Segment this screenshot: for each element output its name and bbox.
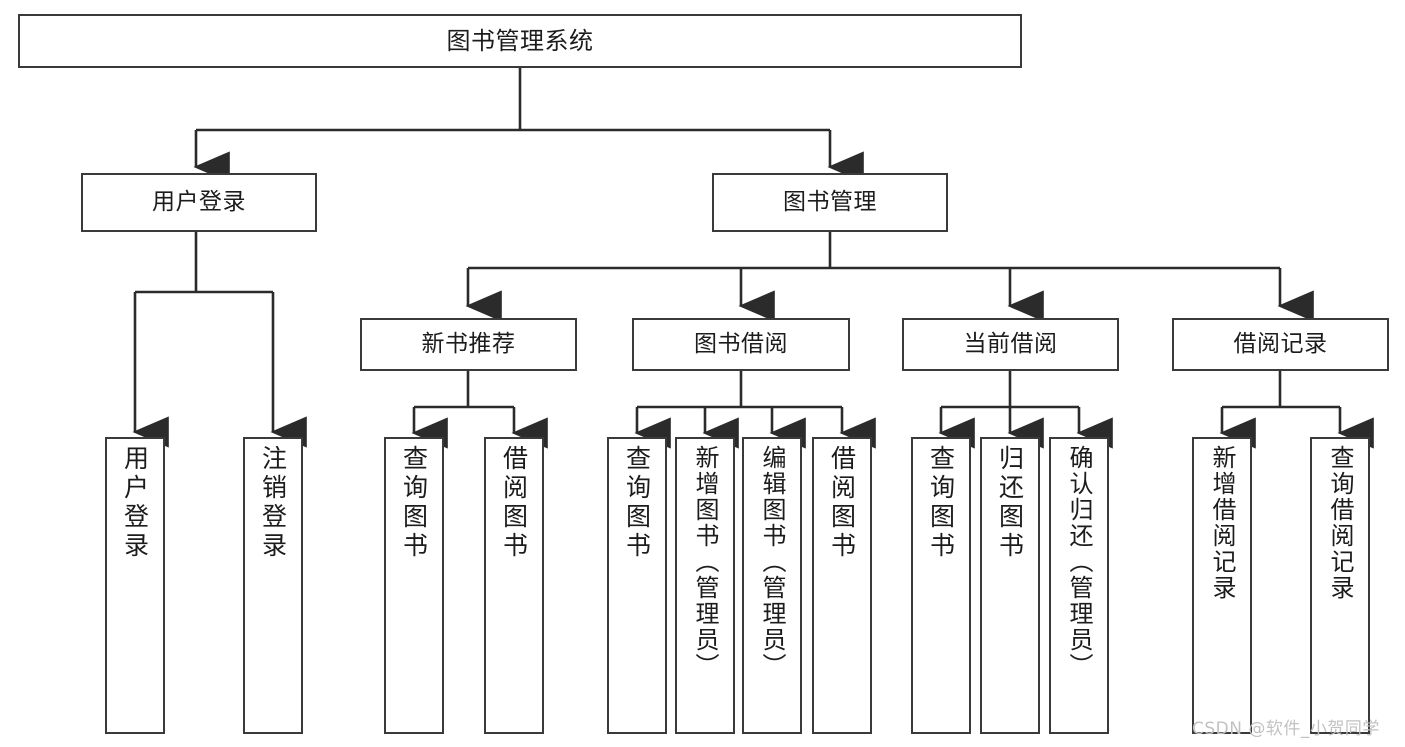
node-label: 确认归还（管理员）	[1065, 445, 1093, 679]
node-book-management[interactable]: 图书管理	[712, 173, 948, 232]
leaf-records-add-record[interactable]: 新增借阅记录	[1192, 437, 1252, 734]
leaf-current-return-book[interactable]: 归还图书	[980, 437, 1040, 734]
node-label: 用户登录	[152, 188, 246, 215]
node-label: 新书推荐	[421, 330, 516, 357]
leaf-new-book-borrow[interactable]: 借阅图书	[484, 437, 544, 734]
node-label: 借阅图书	[499, 445, 529, 561]
node-label: 查询图书	[926, 445, 956, 561]
node-new-book-recommendation[interactable]: 新书推荐	[360, 318, 577, 371]
node-root-book-management-system[interactable]: 图书管理系统	[18, 14, 1022, 68]
node-label: 借阅图书	[827, 445, 857, 561]
node-label: 图书管理系统	[446, 26, 594, 55]
leaf-current-confirm-return-admin[interactable]: 确认归还（管理员）	[1049, 437, 1109, 734]
node-current-borrow[interactable]: 当前借阅	[902, 318, 1119, 371]
leaf-records-query-record[interactable]: 查询借阅记录	[1310, 437, 1370, 734]
node-label: 查询图书	[399, 445, 429, 561]
node-label: 当前借阅	[963, 330, 1058, 357]
leaf-borrow-query-book[interactable]: 查询图书	[607, 437, 667, 734]
node-label: 归还图书	[995, 445, 1025, 561]
leaf-new-book-query[interactable]: 查询图书	[384, 437, 444, 734]
node-label: 新增图书（管理员）	[691, 445, 719, 679]
leaf-current-query-book[interactable]: 查询图书	[911, 437, 971, 734]
leaf-borrow-add-book-admin[interactable]: 新增图书（管理员）	[675, 437, 735, 734]
watermark: CSDN @软件_小贺同学	[1192, 719, 1380, 739]
node-label: 查询借阅记录	[1326, 445, 1354, 601]
node-label: 查询图书	[622, 445, 652, 561]
leaf-borrow-edit-book-admin[interactable]: 编辑图书（管理员）	[742, 437, 802, 734]
leaf-user-login-login[interactable]: 用户登录	[105, 437, 165, 734]
node-label: 图书借阅	[694, 330, 788, 357]
leaf-borrow-borrow-book[interactable]: 借阅图书	[812, 437, 872, 734]
node-label: 编辑图书（管理员）	[758, 445, 786, 679]
node-label: 图书管理	[783, 188, 877, 215]
node-label: 借阅记录	[1233, 330, 1328, 357]
node-label: 新增借阅记录	[1208, 445, 1236, 601]
node-label: 注销登录	[258, 445, 288, 561]
node-user-login[interactable]: 用户登录	[81, 173, 317, 232]
leaf-user-login-logout[interactable]: 注销登录	[243, 437, 303, 734]
node-label: 用户登录	[120, 445, 150, 561]
node-borrow-records[interactable]: 借阅记录	[1172, 318, 1389, 371]
node-book-borrow[interactable]: 图书借阅	[632, 318, 850, 371]
